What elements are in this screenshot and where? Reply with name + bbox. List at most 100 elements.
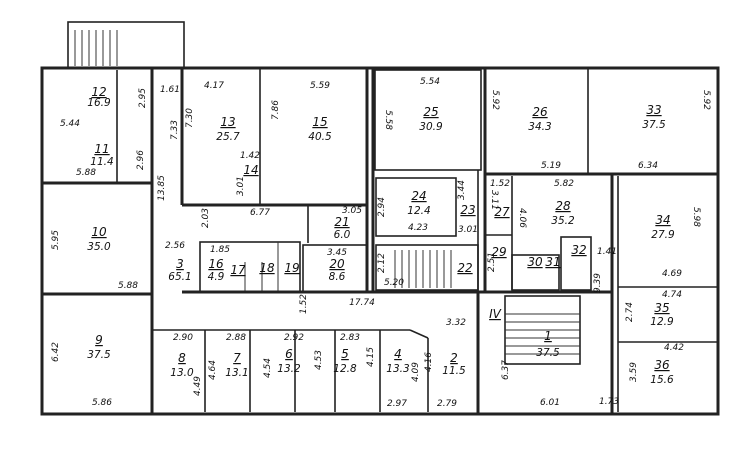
room-number: 3 [176,257,184,271]
room-number: 14 [243,163,258,177]
dimension: 5.59 [310,81,330,91]
room-area: 8.6 [329,271,346,283]
dimension: 2.56 [165,241,185,251]
room-number: 9 [95,333,103,347]
room-area: 12.9 [650,316,674,328]
room-area: 13.2 [277,363,301,375]
room-area: 6.0 [334,229,351,241]
room-number: 34 [655,213,670,227]
room-area: 13.3 [386,363,409,375]
dimension: 3.01 [458,225,478,235]
room-number: 12 [91,85,106,99]
room-area: 12.8 [333,363,357,375]
dimension: 5.88 [118,281,138,291]
room-number: 11 [94,142,109,156]
room-number: 17 [230,263,246,277]
room-number: 20 [329,257,345,271]
room-number: 27 [494,205,510,219]
dimension: 5.92 [701,90,711,110]
dimension: 4.49 [193,376,203,396]
dimension: 4.17 [204,81,224,91]
dimension: 5.19 [541,161,561,171]
room-number: 7 [233,351,241,365]
dimension: 2.12 [377,253,387,273]
room-number: 18 [259,261,275,275]
dimension: 1.41 [597,247,617,257]
room-number: 36 [654,358,670,372]
dimension: 3.44 [457,180,467,200]
dimension: 7.33 [170,120,180,140]
room-number: 5 [341,347,349,361]
dimension: 5.44 [60,119,80,129]
dimension: 9.39 [593,273,603,293]
dimension: 2.94 [377,197,387,217]
dimension: 4.09 [411,362,421,382]
room-number: 1 [544,329,552,343]
room-area: 65.1 [168,271,191,283]
room-area: 16.9 [87,97,111,109]
room-number: 23 [460,203,475,217]
room-number: 16 [208,257,224,271]
dimension: 4.15 [366,347,376,367]
room-number: 33 [646,103,661,117]
room-number: 35 [654,301,669,315]
room-area: 25.7 [216,131,240,143]
dimension: 3.11 [489,190,499,210]
dimension-labels: 5.44 2.95 5.88 2.96 1.61 7.33 13.85 4.17… [51,77,711,409]
room-number: 19 [284,261,299,275]
dimension: 1.42 [240,151,260,161]
dimension: 2.79 [437,399,457,409]
walls [40,21,720,416]
room-number: 15 [312,115,327,129]
room-number: 21 [334,215,349,229]
dimension: 2.51 [487,252,497,272]
dimension: 5.86 [92,398,112,408]
dimension: 4.64 [208,360,218,380]
room-number: 28 [555,199,571,213]
room-area: 37.5 [536,347,560,359]
dimension: 3.05 [342,206,362,216]
room-number: 10 [91,225,107,239]
dimension: 1.85 [210,245,230,255]
room-number: 2 [450,351,458,365]
dimension: 2.95 [138,88,148,108]
dimension: 3.45 [327,248,347,258]
room-area: 13.0 [170,367,194,379]
dimension: 6.37 [501,360,511,380]
dimension: 5.92 [490,90,500,110]
dimension: 4.16 [424,352,434,372]
dimension: 4.53 [314,350,324,370]
dimension: 7.30 [185,108,195,128]
dimension: 2.88 [226,333,246,343]
dimension: 6.77 [250,208,270,218]
room-area: 30.9 [419,121,443,133]
dimension: 3.32 [446,318,466,328]
dimension: 5.95 [51,230,61,250]
room-area: 37.5 [87,349,111,361]
dimension: 5.20 [384,278,404,288]
dimension: 1.73 [599,397,619,407]
dimension: 5.58 [383,110,393,130]
dimension: 2.96 [136,150,146,170]
room-number: 26 [532,105,548,119]
dimension: 3.59 [629,362,639,382]
dimension: 4.23 [408,223,428,233]
dimension: 2.74 [625,302,635,322]
room-number: 32 [571,243,586,257]
dimension: 2.92 [284,333,304,343]
room-number: 24 [411,189,426,203]
dimension: 1.61 [160,85,180,95]
dimension: 6.42 [51,342,61,362]
dimension: 2.97 [387,399,407,409]
dimension: 2.90 [173,333,193,343]
dimension: 5.82 [554,179,574,189]
room-area: 34.3 [528,121,551,133]
stair-label: IV [489,307,502,321]
dimension: 5.54 [420,77,440,87]
room-area: 13.1 [225,367,248,379]
room-number: 6 [285,347,293,361]
room-number: 4 [394,347,402,361]
room-area: 15.6 [650,374,674,386]
dimension: 13.85 [157,175,167,201]
dimension: 6.01 [540,398,560,408]
